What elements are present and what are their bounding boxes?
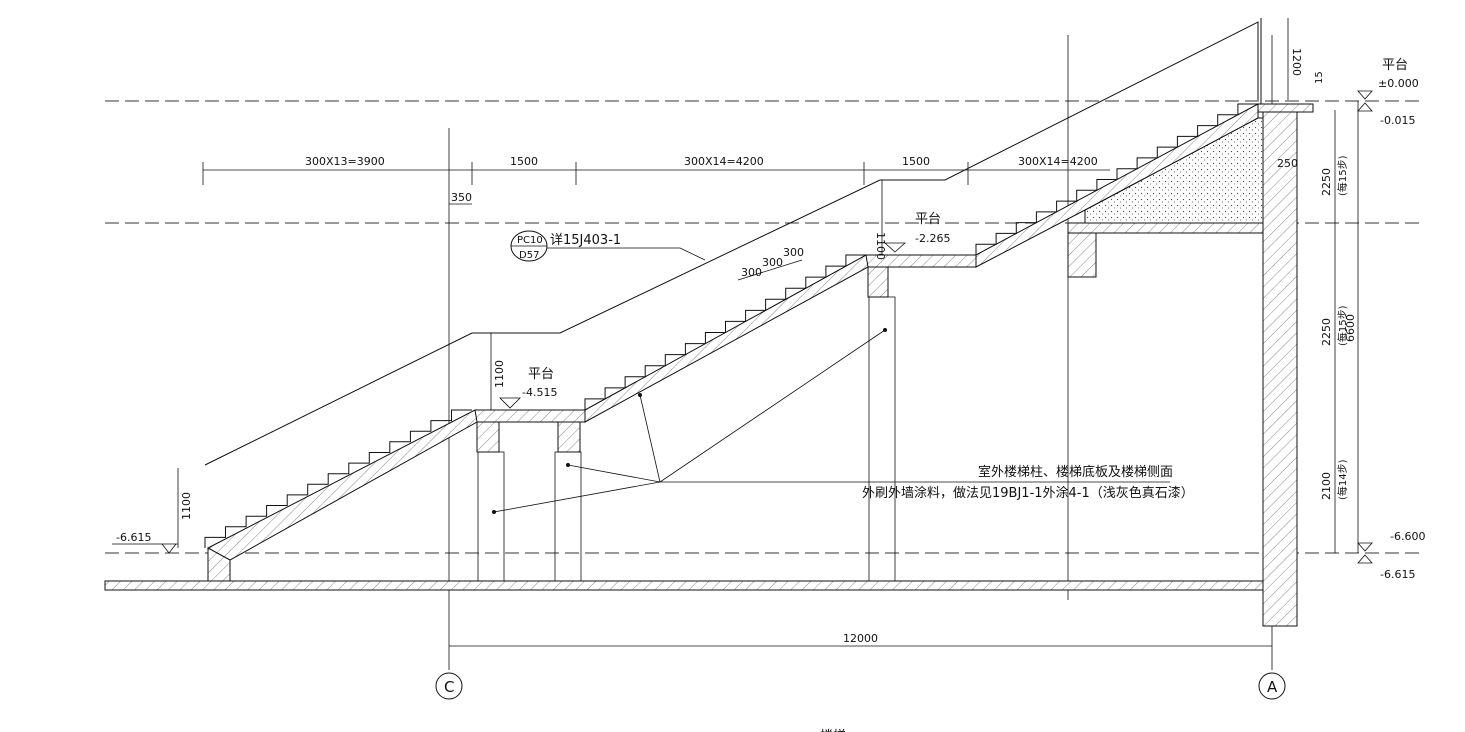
note-leaders (493, 329, 1170, 513)
drawing-title-partial: 楼梯 (820, 729, 846, 732)
dim-1100-upper: 1100 (874, 232, 887, 260)
stair-steps (204, 103, 1258, 548)
low-landing-slab (474, 409, 586, 423)
elev-right-top2: -0.015 (1380, 114, 1415, 127)
steps-middle-flight (584, 254, 866, 410)
dim-1100-left: 1100 (180, 492, 193, 520)
right-dim-3-note: (每14步) (1336, 459, 1349, 500)
detail-ref-leader (547, 247, 706, 261)
dim-top-4: 1500 (902, 155, 930, 168)
tread-dim-1: 300 (741, 266, 762, 279)
low-landing-beam-right (557, 421, 581, 453)
note-dot-3 (566, 463, 570, 467)
grid-bubble-c (435, 672, 463, 700)
column-left-1 (477, 451, 505, 582)
elev-marker-left (112, 543, 178, 554)
dim-350: 350 (451, 191, 472, 204)
detail-ref-top: PC10 (517, 235, 543, 246)
right-dim-1-note: (每15步) (1336, 155, 1349, 196)
retaining-wall (1262, 107, 1298, 627)
grid-label-c: C (444, 678, 454, 696)
elev-marker-bottom (1357, 542, 1373, 564)
grid-label-a: A (1267, 678, 1278, 696)
elev-marker-low (499, 397, 521, 409)
bottom-dim: 12000 (843, 632, 878, 645)
elev-right-bottom2: -6.615 (1380, 568, 1415, 581)
note-dot-4 (492, 510, 496, 514)
flight-middle (584, 254, 869, 423)
upper-slab (1067, 222, 1264, 234)
platform-low-elev: -4.515 (522, 386, 557, 399)
note-dot-1 (638, 393, 642, 397)
column-mid (868, 296, 896, 582)
flight-upper (975, 103, 1259, 268)
elev-left: -6.615 (116, 531, 151, 544)
total-height: 6600 (1344, 314, 1357, 342)
right-dim-2-note: (每15步) (1336, 305, 1349, 346)
handrail (204, 21, 1259, 466)
ground-slab (104, 580, 1264, 591)
dim-250: 250 (1277, 157, 1298, 170)
mid-landing-beam (867, 266, 889, 298)
right-dim-3: 2100 (1320, 472, 1333, 500)
right-dim-2: 2250 (1320, 318, 1333, 346)
elev-right-bottom: -6.600 (1390, 530, 1425, 543)
top-dim-ticks (202, 162, 969, 185)
detail-ref-text: 详15J403-1 (550, 233, 621, 248)
tread-dim-3: 300 (783, 246, 804, 259)
grid-bubble-a (1258, 672, 1286, 700)
dim-top-3: 300X14=4200 (684, 155, 764, 168)
column-left-2 (554, 451, 582, 582)
dim-1100-mid: 1100 (493, 360, 506, 388)
elev-marker-mid (883, 242, 907, 253)
flight-lower (206, 409, 478, 561)
dim-top-1: 300X13=3900 (305, 155, 385, 168)
upper-slab-beam (1067, 232, 1097, 278)
platform-top-elev: ±0.000 (1378, 77, 1419, 90)
dim-top-2: 1500 (510, 155, 538, 168)
tread-dim-2: 300 (762, 256, 783, 269)
right-dim-1: 2250 (1320, 168, 1333, 196)
platform-top-label: 平台 (1382, 58, 1408, 73)
detail-ref-bottom: D57 (519, 250, 539, 261)
steps-lower-flight (204, 409, 472, 548)
dim-15: 15 (1314, 71, 1325, 84)
platform-low-label: 平台 (528, 367, 554, 382)
elev-marker-top (1357, 90, 1373, 112)
platform-mid-label: 平台 (915, 212, 941, 227)
top-landing-slab (1257, 103, 1314, 113)
platform-mid-elev: -2.265 (915, 232, 950, 245)
note-line-1: 室外楼梯柱、楼梯底板及楼梯侧面 (978, 464, 1173, 480)
note-line-2: 外刷外墙涂料，做法见19BJ1-1外涂4-1（浅灰色真石漆） (862, 485, 1194, 501)
tread-dim-leader (737, 259, 803, 281)
dim-top-5: 300X14=4200 (1018, 155, 1098, 168)
steps-upper-flight (975, 103, 1258, 255)
top-flight-fill (1084, 117, 1264, 224)
low-landing-beam-left (476, 421, 500, 453)
note-dot-2 (883, 328, 887, 332)
dim-1200: 1200 (1290, 48, 1303, 76)
